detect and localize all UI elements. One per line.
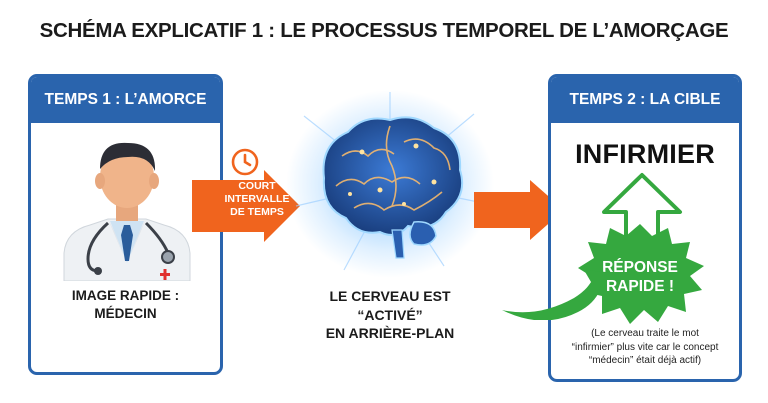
target-word: INFIRMIER: [575, 139, 715, 169]
transition-arrow: [474, 180, 564, 240]
response-label-line: RÉPONSE: [602, 259, 678, 276]
response-label: RÉPONSE RAPIDE !: [580, 258, 700, 296]
interval-label-line: DE TEMPS: [230, 206, 284, 218]
note-line: “infirmier” plus vite car le concept: [571, 341, 719, 353]
target-panel-header: TEMPS 2 : LA CIBLE: [551, 77, 739, 123]
curved-arrow-icon: [502, 270, 606, 320]
prime-panel: TEMPS 1 : L’AMORCE IMAGE RAPIDE : MÉDECI…: [28, 74, 223, 375]
clock-icon: [231, 148, 259, 176]
prime-caption: IMAGE RAPIDE : MÉDECIN: [31, 287, 220, 323]
interval-arrow-label: COURT INTERVALLE DE TEMPS: [214, 180, 300, 219]
interval-arrow: [192, 170, 300, 242]
note-line: (Le cerveau traite le mot: [591, 328, 699, 339]
interval-label-line: INTERVALLE: [224, 193, 290, 205]
doctor-illustration: [63, 142, 191, 281]
brain-caption-line: LE CERVEAU EST: [329, 288, 451, 304]
note-line: “médecin” était déjà actif): [588, 355, 702, 366]
response-label-line: RAPIDE !: [605, 278, 675, 295]
prime-caption-line: IMAGE RAPIDE :: [71, 288, 180, 303]
brain-caption-line: “ACTIVÉ”: [357, 306, 423, 323]
diagram-title: SCHÉMA EXPLICATIF 1 : LE PROCESSUS TEMPO…: [39, 19, 729, 42]
interval-label-line: COURT: [238, 180, 276, 192]
explanation-note: (Le cerveau traite le mot “infirmier” pl…: [553, 327, 737, 368]
brain-illustration: [286, 90, 494, 278]
prime-panel-header: TEMPS 1 : L’AMORCE: [31, 77, 220, 123]
brain-caption-line: EN ARRIÈRE-PLAN: [325, 325, 455, 341]
prime-caption-line: MÉDECIN: [94, 306, 157, 321]
brain-caption: LE CERVEAU EST “ACTIVÉ” EN ARRIÈRE-PLAN: [300, 287, 480, 343]
response-burst: [578, 224, 704, 324]
